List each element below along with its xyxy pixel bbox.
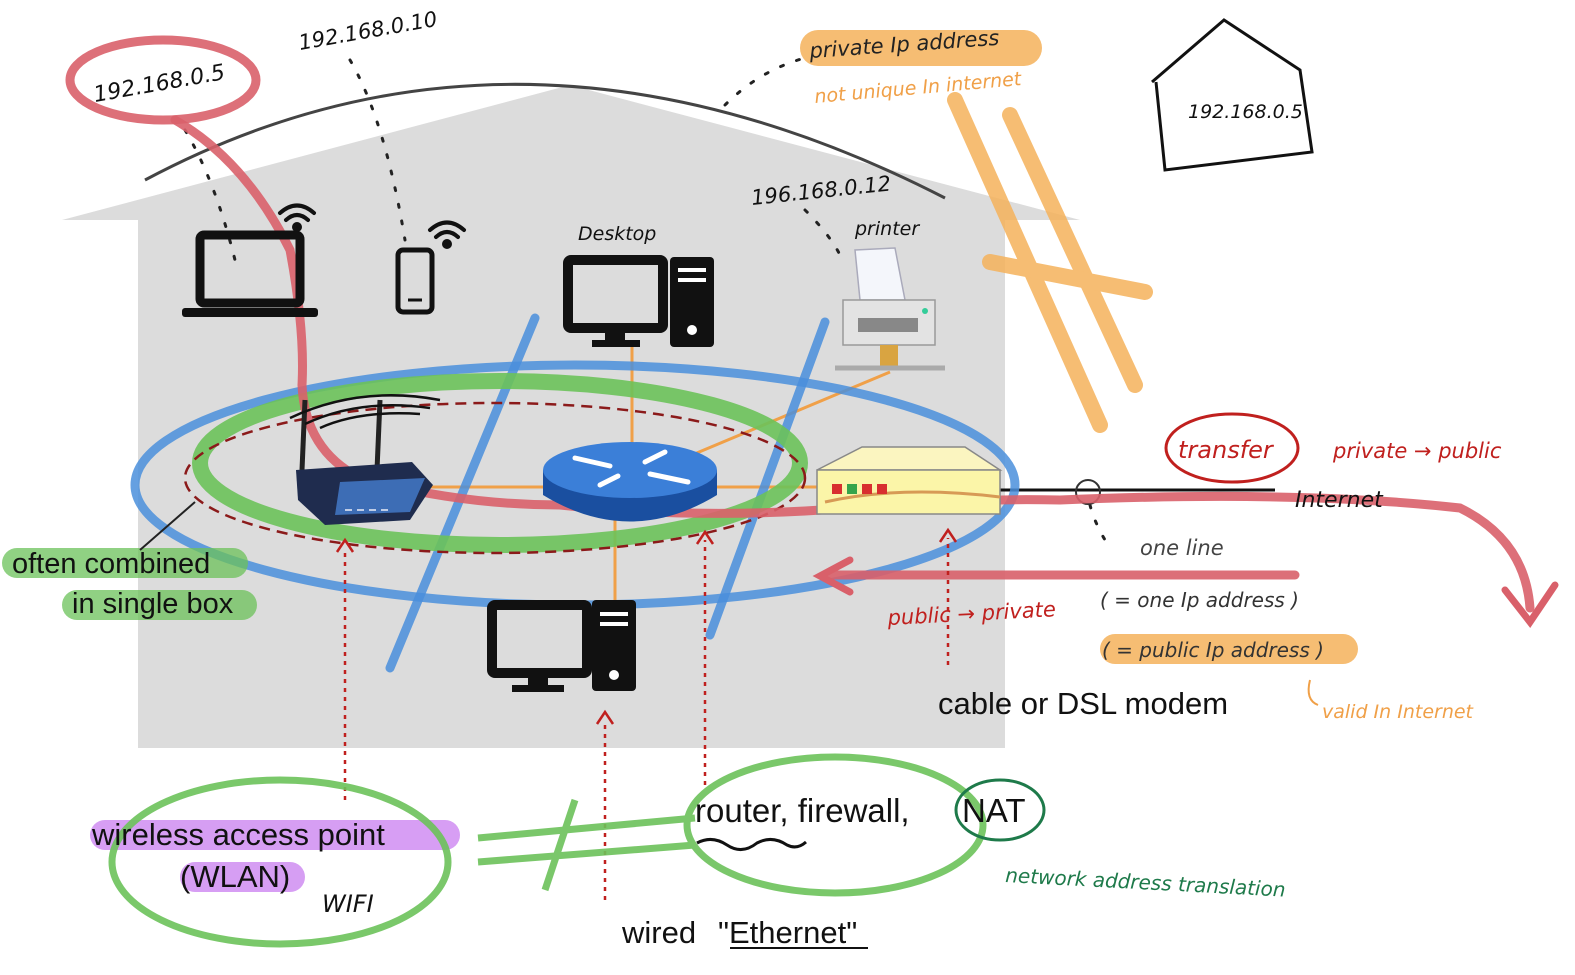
wifi-icon-laptop: [278, 203, 316, 232]
printer-icon: [835, 247, 945, 371]
laptop-icon: [182, 230, 318, 317]
combined-pointer: [139, 501, 196, 551]
orange-strikes: [947, 92, 1153, 433]
router-icon: [543, 442, 717, 522]
modem-icon: [816, 446, 1003, 515]
printer-label: printer: [854, 218, 920, 240]
combined-label-line1: often combined: [12, 548, 210, 580]
internet-note: Internet: [1295, 488, 1384, 513]
wap-label-line1: wireless access point: [91, 817, 385, 852]
not-unique-note: not unique In internet: [814, 68, 1024, 108]
green-oval: [192, 373, 808, 553]
dashed-oval: [183, 401, 807, 555]
red-arrowhead-right: [1501, 581, 1559, 628]
wireless-router-icon: [296, 399, 433, 525]
desktop-label: Desktop: [578, 223, 656, 245]
small-house-drawing: [1151, 18, 1314, 172]
red-arrowhead-left: [812, 556, 854, 596]
orange-label-highlights: [800, 30, 1358, 664]
purple-label-highlights: [90, 820, 460, 892]
dotted-leaders: [183, 56, 1112, 550]
valid-pointer: [1307, 679, 1319, 706]
ip-circle: [65, 35, 261, 125]
modem-label: cable or DSL modem: [938, 686, 1228, 721]
ip-phone: 192.168.0.10: [297, 7, 439, 55]
ethernet-label: "Ethernet": [718, 915, 857, 950]
desktop-icon-top: [563, 255, 714, 347]
transfer-note: transfer: [1178, 436, 1275, 464]
phone-icon: [395, 247, 435, 315]
transfer-circle: [1164, 412, 1300, 484]
wifi-icon-phone: [428, 220, 466, 249]
arc-line: [144, 82, 946, 200]
wired-label: wired: [621, 915, 696, 950]
ip-top-left: 192.168.0.5: [92, 60, 227, 108]
green-label-loops: [108, 753, 987, 948]
wifi-note: WIFI: [322, 890, 374, 918]
one-line-marker: [1075, 479, 1101, 505]
red-arrow-tips: [335, 527, 958, 725]
public-ip-note: ( = public Ip address ): [1102, 638, 1324, 662]
valid-internet-note: valid In Internet: [1322, 701, 1475, 723]
green-label-highlights: [2, 548, 257, 620]
wap-label-line2: (WLAN): [180, 859, 290, 894]
router-label: router, firewall,: [695, 792, 910, 829]
private-to-public-note: private → public: [1332, 439, 1502, 463]
ip-house2: 192.168.0.5: [1188, 101, 1303, 123]
desktop-icon-bottom: [487, 600, 636, 692]
router-wave-arcs: [289, 394, 441, 430]
one-line-note: one line: [1140, 536, 1224, 560]
nat-circle: [954, 778, 1046, 842]
combined-label-line2: in single box: [72, 588, 234, 620]
router-wavy-underline: [696, 838, 807, 851]
nat-full-note: network address translation: [1005, 863, 1286, 902]
one-ip-note: ( = one Ip address ): [1100, 588, 1299, 612]
nat-label: NAT: [962, 792, 1026, 829]
red-dotted-arrows: [343, 538, 950, 900]
